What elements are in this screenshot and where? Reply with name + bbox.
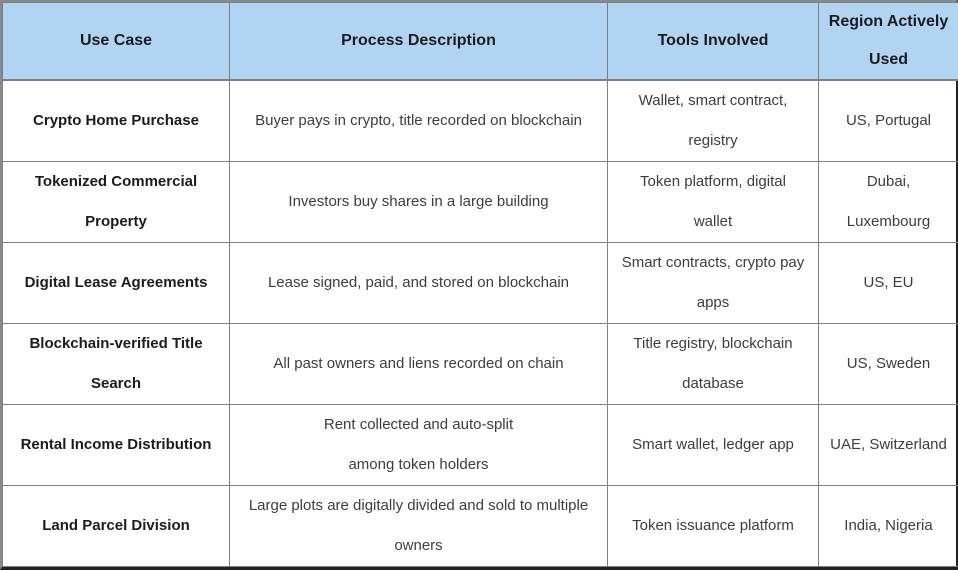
cell-process-description: Rent collected and auto-split among toke… [229,404,608,486]
cell-tools-involved: Token issuance platform [607,485,819,567]
cell-tools-involved: Title registry, blockchain database [607,323,819,405]
header-cell-process-description: Process Description [229,2,608,81]
header-row: Use Case Process Description Tools Invol… [2,2,958,81]
cell-use-case: Tokenized Commercial Property [2,161,230,243]
cell-process-description: Large plots are digitally divided and so… [229,485,608,567]
header-cell-use-case: Use Case [2,2,230,81]
table-row: Digital Lease Agreements Lease signed, p… [2,242,958,324]
cell-region: US, Portugal [818,79,958,162]
table-header: Use Case Process Description Tools Invol… [2,2,958,81]
cell-tools-involved: Smart wallet, ledger app [607,404,819,486]
cell-use-case: Rental Income Distribution [2,404,230,486]
cell-use-case: Blockchain-verified Title Search [2,323,230,405]
table-row: Blockchain-verified Title Search All pas… [2,323,958,405]
table-row: Tokenized Commercial Property Investors … [2,161,958,243]
cell-process-description: Buyer pays in crypto, title recorded on … [229,79,608,162]
cell-use-case: Digital Lease Agreements [2,242,230,324]
table-body: Crypto Home Purchase Buyer pays in crypt… [2,79,958,567]
cell-process-description: Investors buy shares in a large building [229,161,608,243]
cell-region: Dubai, Luxembourg [818,161,958,243]
cell-process-description: Lease signed, paid, and stored on blockc… [229,242,608,324]
header-cell-tools-involved: Tools Involved [607,2,819,81]
cell-region: India, Nigeria [818,485,958,567]
cell-region: US, Sweden [818,323,958,405]
cell-region: UAE, Switzerland [818,404,958,486]
header-cell-region-actively-used: Region Actively Used [818,2,958,81]
cell-tools-involved: Token platform, digital wallet [607,161,819,243]
cell-use-case: Crypto Home Purchase [2,79,230,162]
table-row: Land Parcel Division Large plots are dig… [2,485,958,567]
cell-tools-involved: Smart contracts, crypto pay apps [607,242,819,324]
table-row: Crypto Home Purchase Buyer pays in crypt… [2,79,958,162]
cell-use-case: Land Parcel Division [2,485,230,567]
cell-process-description: All past owners and liens recorded on ch… [229,323,608,405]
table-row: Rental Income Distribution Rent collecte… [2,404,958,486]
cell-region: US, EU [818,242,958,324]
cell-tools-involved: Wallet, smart contract, registry [607,79,819,162]
